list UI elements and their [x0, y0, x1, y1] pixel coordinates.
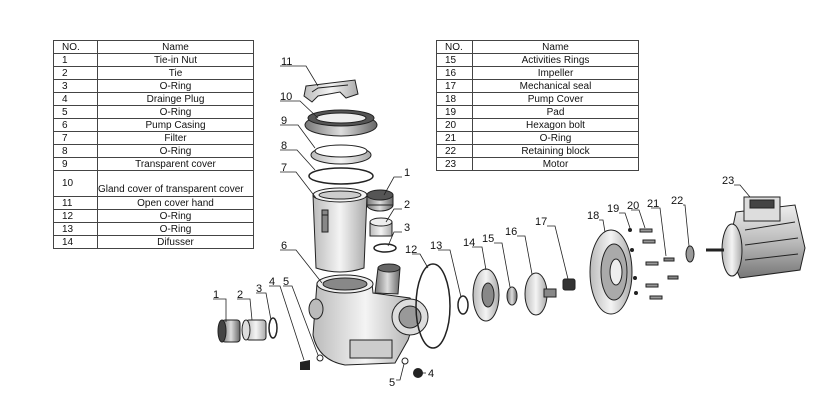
part-pads	[628, 228, 638, 295]
callout-18: 18	[587, 210, 599, 222]
callout-2-top: 2	[404, 199, 410, 211]
part-tie-top	[369, 217, 393, 237]
callout-3-left: 3	[256, 283, 262, 295]
callout-7: 7	[281, 162, 287, 174]
part-diffuser	[472, 268, 500, 322]
callout-3-top: 3	[404, 222, 410, 234]
callout-23: 23	[722, 175, 734, 187]
part-o-ring-5-left	[316, 354, 324, 362]
callout-4-left: 4	[269, 276, 275, 288]
part-name: Gland cover of transparent cover	[97, 170, 254, 197]
callout-5-bottom: 5	[389, 377, 395, 389]
callout-6: 6	[281, 240, 287, 252]
part-pump-casing	[308, 263, 429, 366]
part-drain-plug-bottom	[413, 368, 423, 378]
leader-lines	[213, 65, 751, 381]
callout-1-left: 1	[213, 289, 219, 301]
part-impeller	[524, 272, 557, 316]
part-o-ring-13	[457, 295, 469, 315]
part-tie-left	[241, 319, 267, 341]
callout-10: 10	[280, 91, 292, 103]
part-o-ring-12	[415, 263, 451, 349]
callout-8: 8	[281, 140, 287, 152]
part-tie-in-nut-top	[366, 189, 394, 212]
callout-13: 13	[430, 240, 442, 252]
callout-20: 20	[627, 200, 639, 212]
part-gland-cover	[304, 109, 378, 137]
callout-12: 12	[405, 244, 417, 256]
part-drain-plug-left	[300, 360, 310, 370]
callout-2-left: 2	[237, 289, 243, 301]
callout-22: 22	[671, 195, 683, 207]
part-filter-basket	[312, 187, 368, 273]
table-header-row: NO.Name	[53, 40, 254, 54]
part-number: 14	[53, 235, 98, 249]
part-motor	[706, 196, 806, 279]
part-o-ring-left	[268, 317, 278, 339]
part-o-ring-8	[308, 167, 374, 185]
part-retaining-block	[685, 245, 695, 263]
part-o-ring-21	[663, 257, 679, 280]
part-mechanical-seal	[562, 278, 576, 291]
part-open-cover-handle	[303, 79, 359, 103]
callout-4-bottom: 4	[428, 368, 434, 380]
callout-14: 14	[463, 237, 475, 249]
callout-numbers: 11 10 9 8 7 6 1 2 3 1 2 3 4 5 12 13 14 1…	[213, 56, 734, 389]
callout-21: 21	[647, 198, 659, 210]
part-o-ring-5-bottom	[401, 357, 409, 365]
part-transparent-cover	[310, 144, 372, 165]
callout-17: 17	[535, 216, 547, 228]
callout-16: 16	[505, 226, 517, 238]
callout-15: 15	[482, 233, 494, 245]
part-o-ring-top	[373, 243, 397, 253]
callout-9: 9	[281, 115, 287, 127]
part-hexagon-bolts	[639, 228, 663, 300]
part-name: Difusser	[97, 235, 254, 249]
part-activities-ring	[506, 286, 518, 306]
callout-19: 19	[607, 203, 619, 215]
callout-5-left: 5	[283, 276, 289, 288]
part-tie-in-nut-left	[217, 319, 241, 343]
callout-1-top: 1	[404, 167, 410, 179]
part-pump-cover	[589, 229, 633, 315]
part-name: Motor	[472, 157, 639, 171]
callout-11: 11	[281, 56, 292, 68]
